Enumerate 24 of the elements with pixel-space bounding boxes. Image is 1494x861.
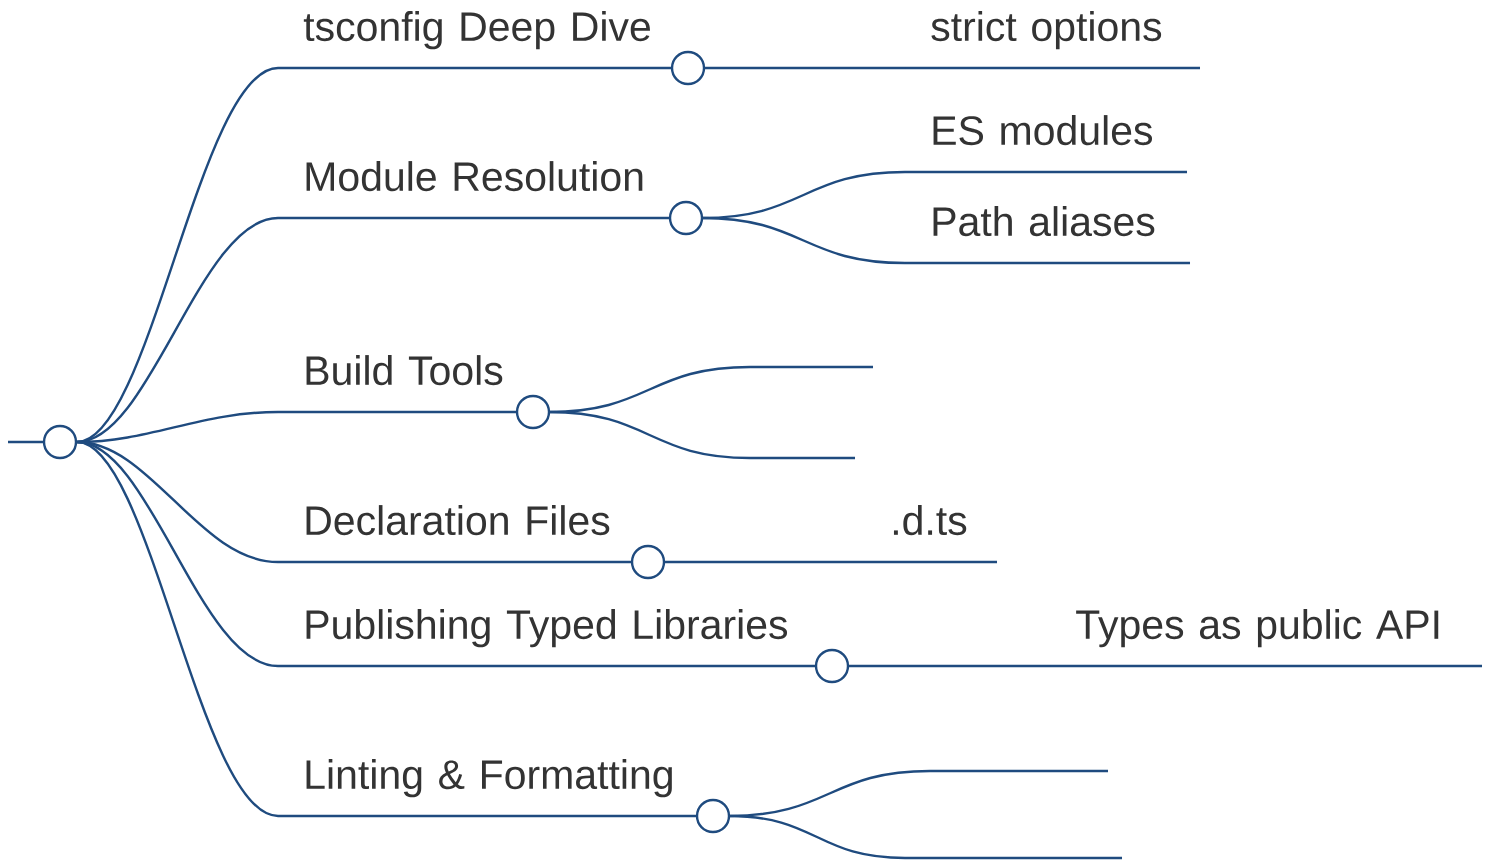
underline [750, 456, 855, 460]
branch-label: Declaration Files [278, 505, 666, 580]
leaf-label: .d.ts [865, 505, 997, 564]
branch-line [76, 66, 279, 444]
branch-label: Linting & Formatting [278, 759, 731, 834]
branch-label: Module Resolution [278, 161, 704, 236]
branch-label: tsconfig Deep Dive [278, 11, 706, 86]
branch-line [548, 410, 751, 460]
underline [750, 365, 873, 369]
leaf-label: Path aliases [905, 206, 1190, 265]
leaf-label: Types as public API [1050, 609, 1482, 668]
branch-line [848, 664, 1050, 668]
branch-line [704, 66, 905, 70]
branch-line [728, 814, 906, 860]
underline [930, 769, 1108, 773]
leaf-label: strict options [905, 11, 1200, 70]
branch-label: Publishing Typed Libraries [278, 609, 850, 684]
root-circle [8, 424, 78, 460]
underline [905, 856, 1122, 860]
branch-line [664, 560, 865, 564]
branch-line [76, 440, 279, 818]
branch-label: Build Tools [278, 355, 551, 430]
leaf-label: ES modules [905, 115, 1187, 174]
branch-line [701, 216, 906, 265]
